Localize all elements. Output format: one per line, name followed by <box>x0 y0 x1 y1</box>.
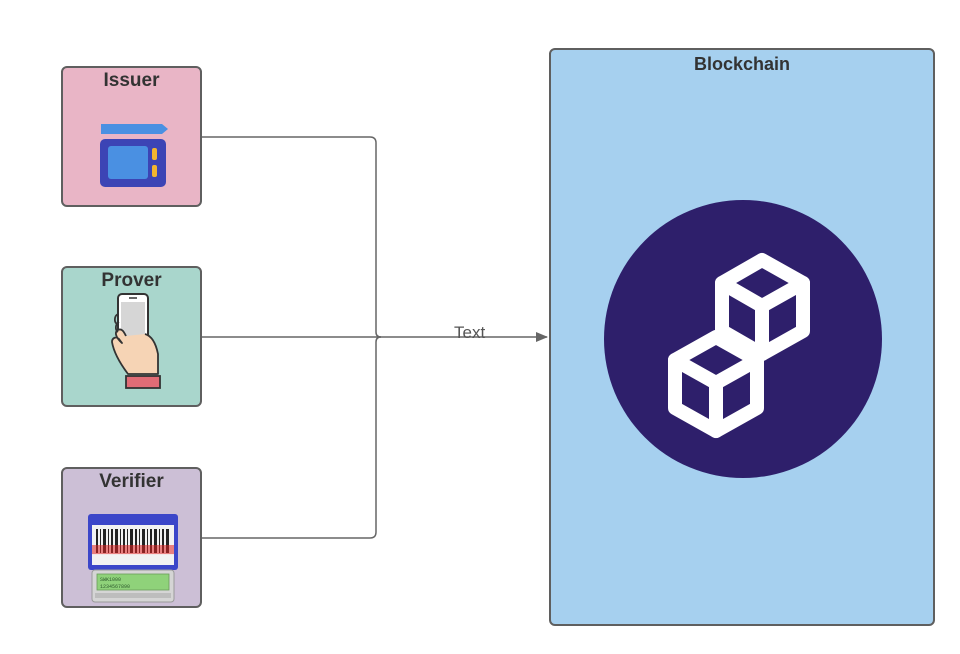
pos-terminal-icon <box>100 124 168 187</box>
verifier-connector <box>202 336 382 539</box>
blockchain-cubes-icon <box>604 200 882 478</box>
scanner-screen-line-2: 1234567890 <box>100 584 130 590</box>
verifier-node[interactable]: Verifier SWK1000 1234567890 <box>61 467 202 608</box>
issuer-connector <box>202 136 382 338</box>
barcode-scanner-icon: SWK1000 1234567890 <box>88 514 178 603</box>
scanner-screen-line-1: SWK1000 <box>100 577 121 583</box>
verifier-title: Verifier <box>99 471 164 492</box>
hand-phone-icon <box>111 293 161 389</box>
edge-label: Text <box>454 323 486 342</box>
blockchain-node[interactable]: Blockchain <box>549 48 935 626</box>
issuer-node[interactable]: Issuer <box>61 66 202 207</box>
blockchain-title: Blockchain <box>693 54 791 74</box>
issuer-title: Issuer <box>103 70 160 91</box>
prover-title: Prover <box>101 270 162 291</box>
prover-node[interactable]: Prover <box>61 266 202 407</box>
